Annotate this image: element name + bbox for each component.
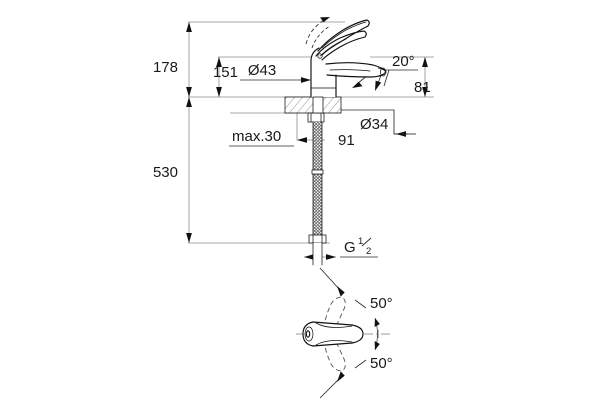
dimension-swivel-angle-upper: 50° [319,267,393,312]
top-plan-swivel-view: 50° 50° [296,267,393,399]
dimension-body-diameter: Ø43 [240,62,311,83]
lever-handle [315,19,370,61]
dimension-max-counter-thickness-label: max.30 [232,128,281,145]
handle-motion-arc [305,17,331,49]
mounting-shank [312,96,324,114]
dimension-swivel-angle-lower-label: 50° [370,355,393,372]
dimension-body-diameter-label: Ø43 [248,62,276,79]
mixer-body [310,47,337,98]
mounting-nut [307,112,325,123]
swivel-limit-outlines [321,296,346,372]
dimension-spout-projection-label: 91 [338,132,355,149]
swivel-arc-marker [374,317,380,351]
dimension-tail-length-label: 530 [153,164,178,181]
dimension-spout-height: 151 [213,57,238,97]
dimension-tail-length: 530 [153,97,192,243]
dimension-shank-diameter-label: Ø34 [360,116,388,133]
dimension-swivel-angle-lower: 50° [319,355,393,399]
front-elevation-view [284,17,387,266]
hose-end-fitting [308,234,327,266]
dimension-shank-diameter: Ø34 [341,109,416,137]
dimension-total-height: 178 [153,22,192,97]
spout-plan-outline [302,321,364,347]
dimension-spout-height-label: 151 [213,64,238,81]
dimension-spout-angle-label: 20° [392,53,415,70]
dimension-thread-size: G 1 2 [304,236,378,260]
dimension-thread-label: G [344,239,356,256]
dimension-spout-outlet-height: 81 [414,57,431,97]
dimension-thread-numerator: 1 [358,236,363,247]
dimension-total-height-label: 178 [153,59,178,76]
dimension-swivel-angle-upper-label: 50° [370,295,393,312]
spout [325,62,387,78]
dimension-thread-denominator: 2 [366,246,371,257]
flexible-hose [311,121,324,236]
dimension-spout-outlet-height-label: 81 [414,79,431,96]
